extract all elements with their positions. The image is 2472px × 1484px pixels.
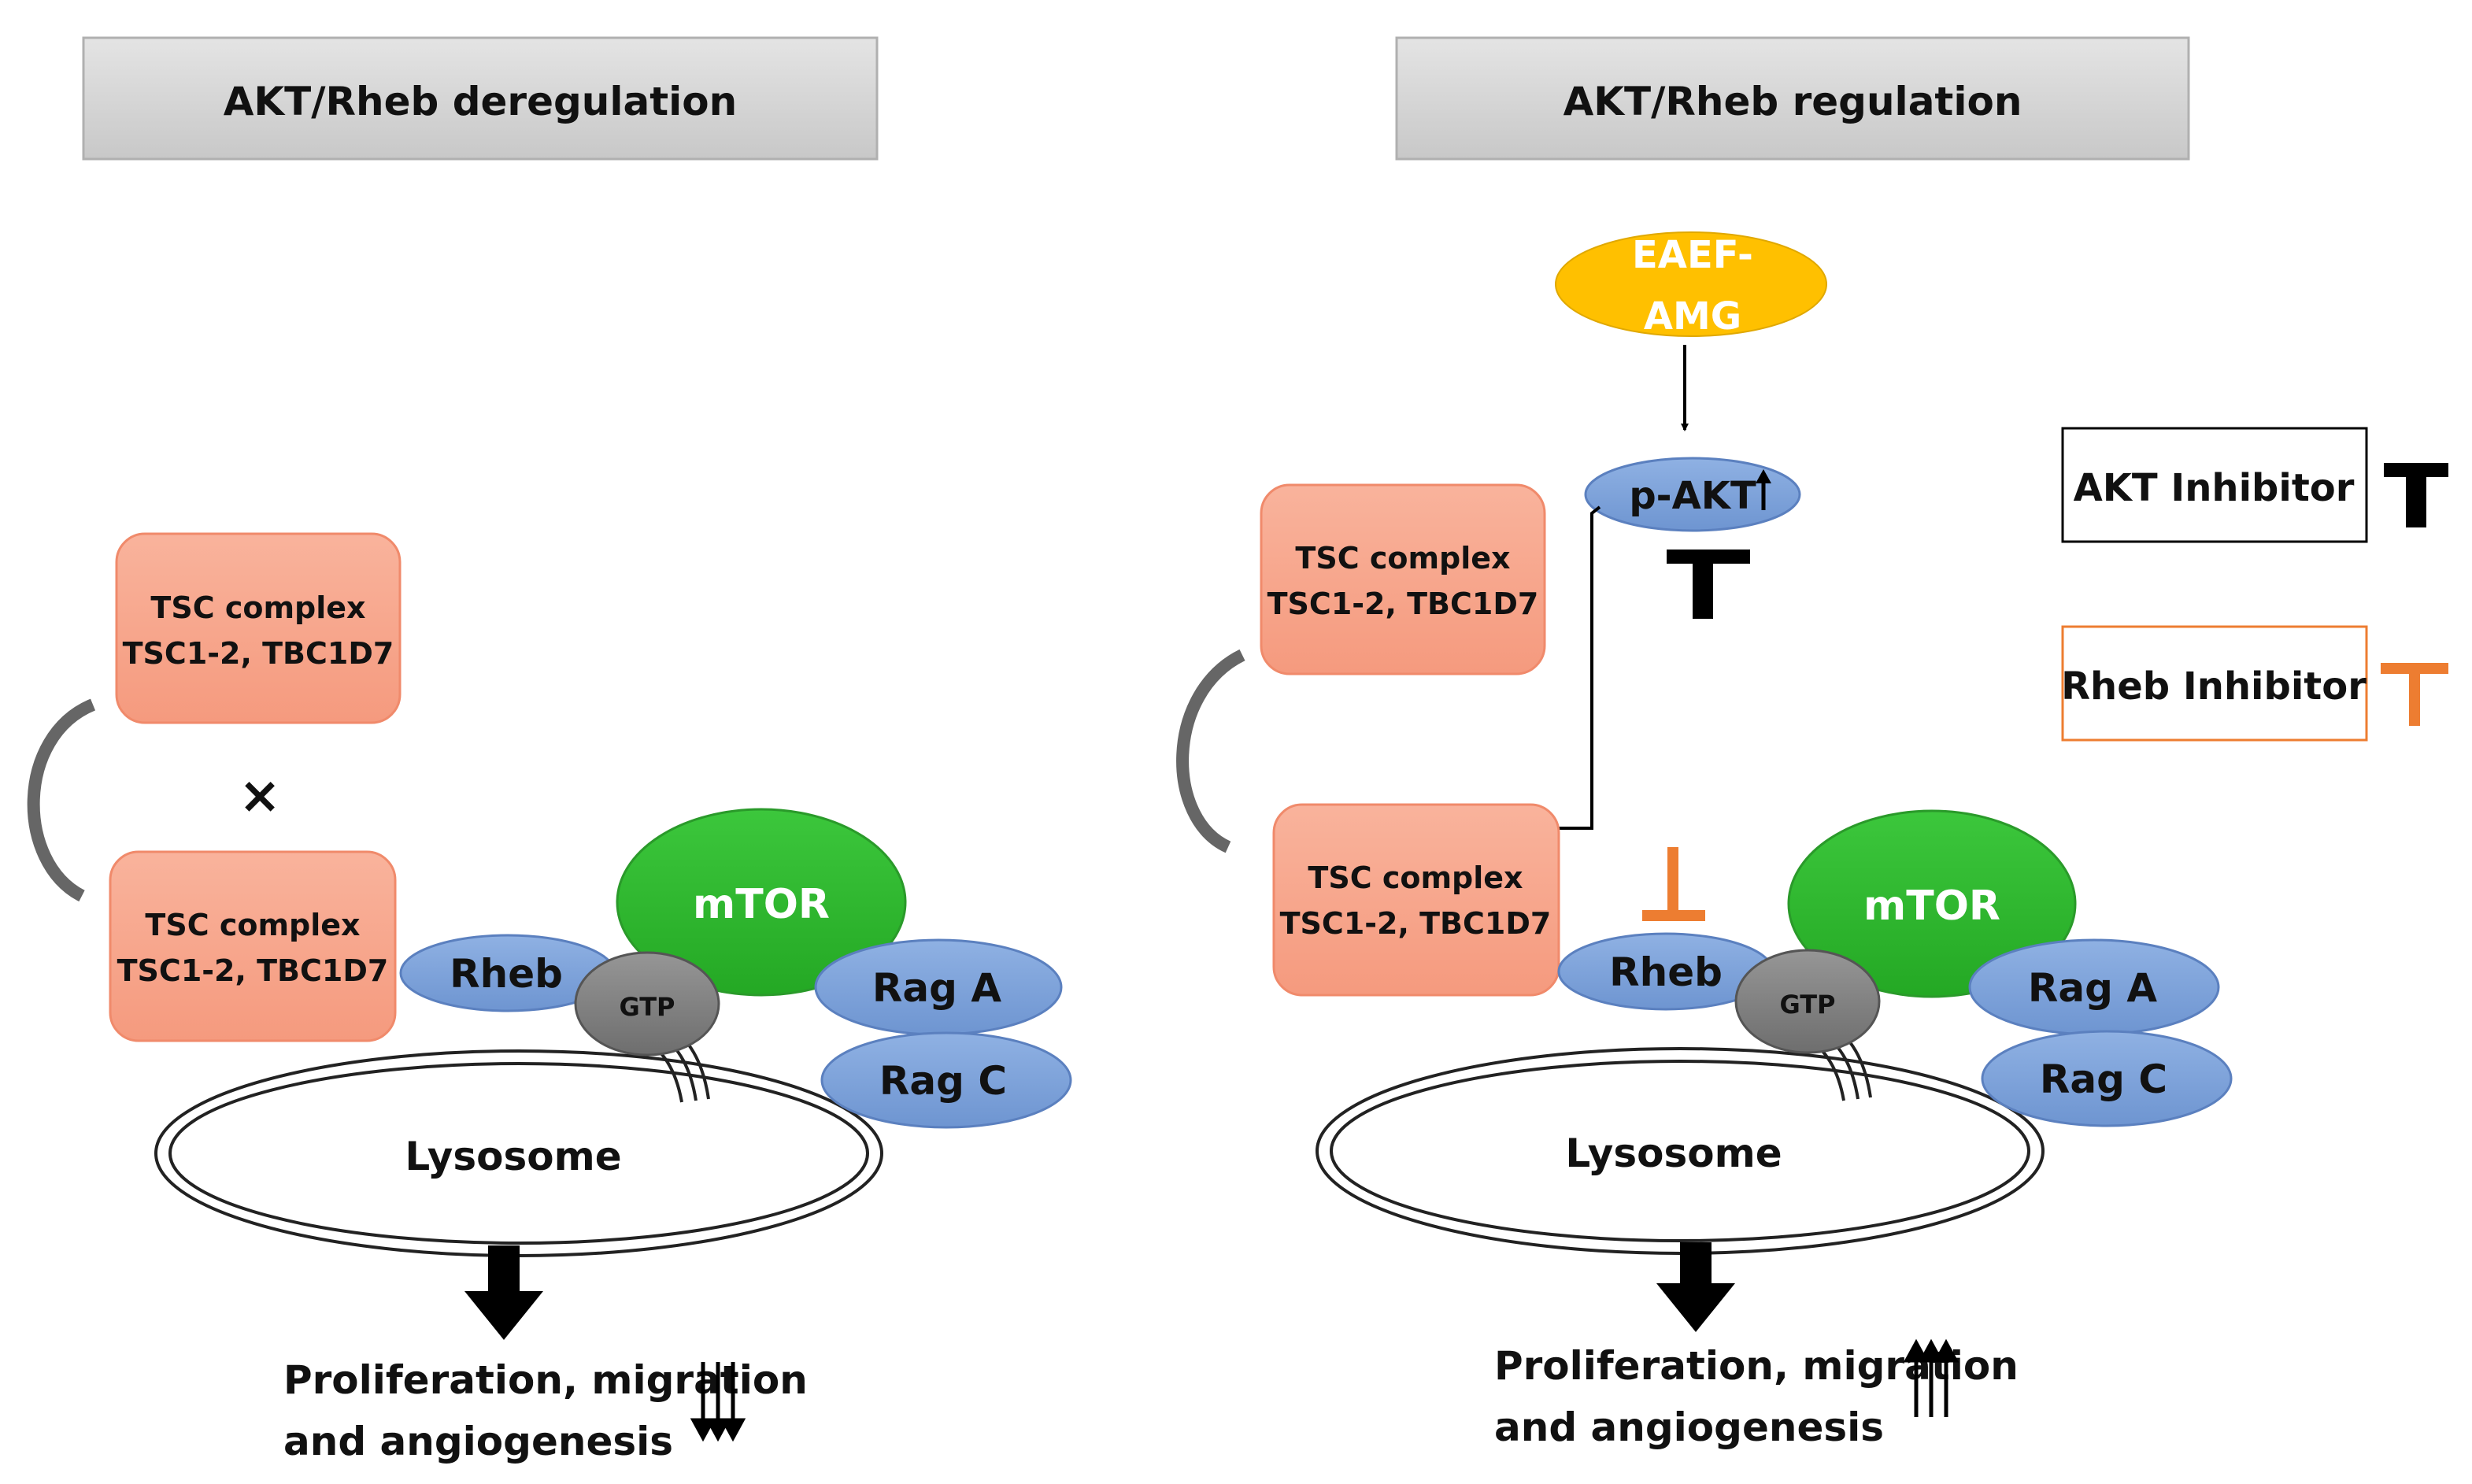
left-rag-c-node xyxy=(820,1031,1072,1129)
left-output-arrow xyxy=(464,1245,543,1340)
right-pakt-node xyxy=(1584,457,1801,532)
right-pakt-up-arrow-icon xyxy=(1756,469,1771,510)
left-gtp-node xyxy=(574,951,720,1057)
left-mtor-node xyxy=(616,808,907,997)
legend-rheb-inhibitor-label: Rheb Inhibitor xyxy=(2061,664,2367,709)
legend-akt-inhibitor-icon xyxy=(2384,463,2448,527)
right-outcome-line2: and angiogenesis xyxy=(1494,1404,1884,1450)
right-feedback-arc xyxy=(1176,649,1245,853)
right-tsc-bottom-line1: TSC complex xyxy=(1308,860,1523,895)
left-rag-a-label: Rag A xyxy=(872,965,1001,1011)
left-tsc-top-line2: TSC1-2, TBC1D7 xyxy=(123,636,394,671)
left-tsc-bottom-line1: TSC complex xyxy=(145,908,360,942)
right-mtor-label: mTOR xyxy=(1863,883,2000,930)
left-tsc-complex-top xyxy=(115,532,402,724)
right-rag-c-node xyxy=(1981,1030,2233,1127)
right-output-arrow xyxy=(1656,1242,1735,1332)
left-outcome-decrease-arrows xyxy=(690,1362,746,1442)
legend: AKT Inhibitor Rheb Inhibitor xyxy=(2061,427,2448,742)
right-rag-a-label: Rag A xyxy=(2028,965,2157,1011)
legend-akt-inhibitor-label: AKT Inhibitor xyxy=(2074,466,2355,510)
right-tsc-bottom-line2: TSC1-2, TBC1D7 xyxy=(1280,906,1552,941)
left-mtor-label: mTOR xyxy=(693,881,830,928)
right-tsc-top-line2: TSC1-2, TBC1D7 xyxy=(1267,587,1539,621)
right-pakt-to-tsc-arrow xyxy=(1551,505,1601,832)
right-eaef-line1: EAEF- xyxy=(1632,233,1753,277)
right-lysosome-inner xyxy=(1330,1060,2030,1242)
left-rag-c-label: Rag C xyxy=(879,1058,1007,1104)
right-outcome-increase-arrows xyxy=(1903,1338,1959,1417)
right-eaef-line2: AMG xyxy=(1644,294,1741,339)
left-cross-mark: × xyxy=(239,767,281,825)
left-rheb-label: Rheb xyxy=(450,951,563,997)
legend-rheb-inhibitor-box xyxy=(2061,625,2368,742)
right-lysosome-label: Lysosome xyxy=(1565,1131,1782,1176)
right-header-title: AKT/Rheb regulation xyxy=(1564,79,2022,124)
left-outcome-line2: and angiogenesis xyxy=(283,1419,673,1464)
right-rheb-inhibitor-mark xyxy=(1642,847,1705,921)
right-mtor-node xyxy=(1787,809,2077,998)
right-gtp-label: GTP xyxy=(1780,990,1836,1020)
legend-akt-inhibitor-box xyxy=(2061,427,2368,543)
right-rheb-label: Rheb xyxy=(1609,949,1723,995)
left-tsc-bottom-line2: TSC1-2, TBC1D7 xyxy=(117,953,389,988)
right-eaef-amg-node xyxy=(1555,231,1827,337)
right-tsc-top-line1: TSC complex xyxy=(1295,541,1510,575)
left-panel: AKT/Rheb deregulation TSC complex TSC1-2… xyxy=(27,36,1072,1464)
right-pakt-label: p-AKT xyxy=(1629,474,1756,518)
left-lysosome-inner xyxy=(168,1062,869,1245)
right-akt-inhibitor-mark xyxy=(1667,550,1750,619)
left-header-title: AKT/Rheb deregulation xyxy=(224,79,738,124)
right-header-box xyxy=(1395,36,2190,161)
left-header-box xyxy=(82,36,879,161)
right-tsc-complex-top xyxy=(1260,483,1546,675)
right-gtp-node xyxy=(1734,949,1881,1054)
left-tsc-top-line1: TSC complex xyxy=(150,590,365,625)
right-panel: AKT/Rheb regulation EAEF- AMG p-AKT TSC … xyxy=(1176,36,2233,1450)
left-gtp-label: GTP xyxy=(620,992,675,1022)
right-outcome-line1: Proliferation, migration xyxy=(1494,1343,2019,1389)
left-feedback-arc xyxy=(27,698,96,902)
right-rag-c-label: Rag C xyxy=(2040,1057,2167,1102)
left-tsc-complex-bottom xyxy=(109,850,397,1042)
left-lysosome-label: Lysosome xyxy=(405,1134,621,1179)
right-tsc-complex-bottom xyxy=(1272,803,1560,997)
left-outcome-line1: Proliferation, migration xyxy=(283,1357,808,1403)
legend-rheb-inhibitor-icon xyxy=(2381,663,2448,726)
